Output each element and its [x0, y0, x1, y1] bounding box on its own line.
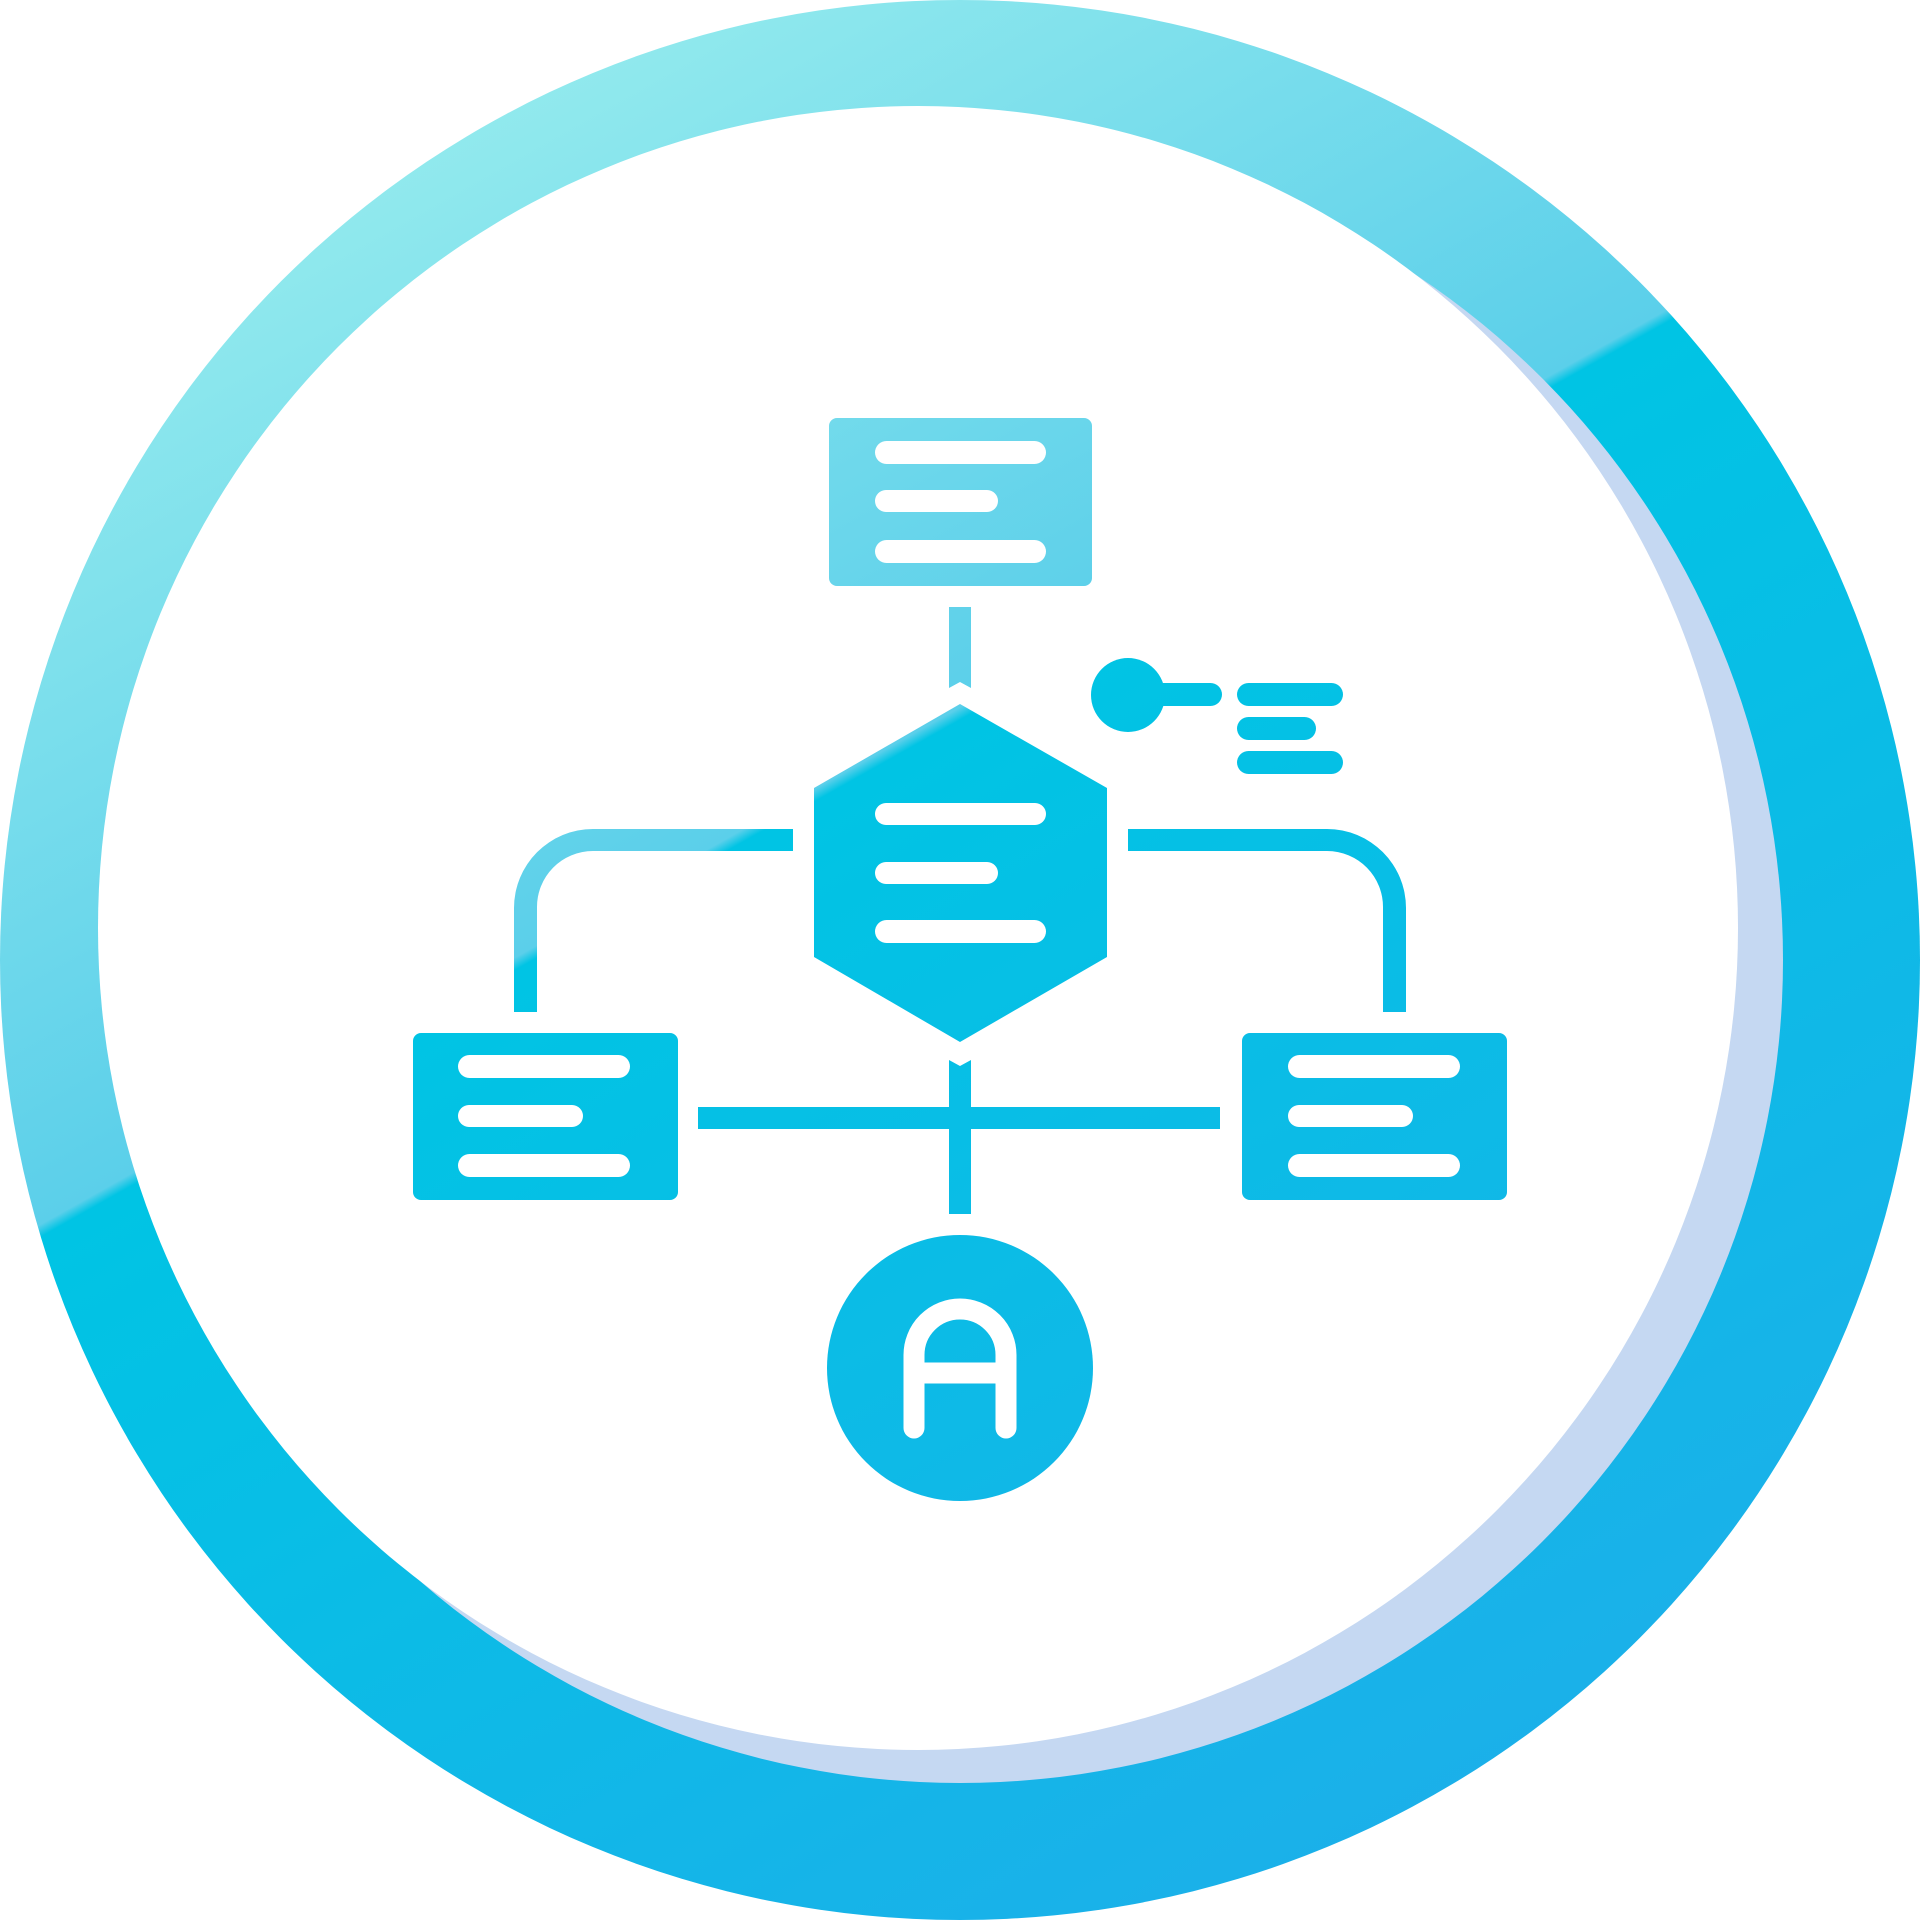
pin-note	[1091, 658, 1343, 774]
a-glyph	[903, 1298, 1017, 1439]
top-card	[829, 418, 1092, 586]
left-card	[413, 1033, 678, 1200]
a-circle	[827, 1235, 1093, 1501]
right-card	[1242, 1033, 1507, 1200]
center-hexagon	[814, 704, 1107, 1042]
connectors	[514, 607, 1406, 1214]
